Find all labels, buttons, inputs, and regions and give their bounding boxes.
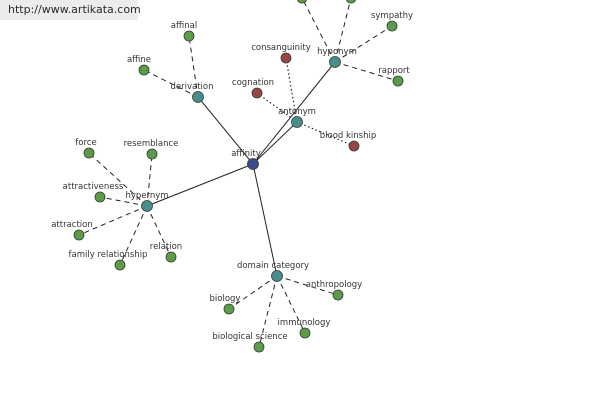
node-attraction[interactable] (73, 229, 85, 241)
node-label-attraction[interactable]: attraction (51, 220, 93, 230)
node-biology[interactable] (223, 303, 235, 315)
labels-layer: affinity derivation antonym hyponym hypernym… (51, 11, 413, 342)
edge-hyponym-hypo_top2 (334, 0, 352, 63)
edges-layer (78, 0, 399, 348)
node-blood-kinship[interactable] (348, 140, 360, 152)
edge-affinity-antonym (252, 121, 298, 165)
node-label-anthropology[interactable]: anthropology (306, 280, 362, 290)
edge-derivation-affinal (188, 35, 199, 98)
node-label-biology[interactable]: biology (210, 294, 241, 304)
edge-domain-immunology (276, 275, 306, 334)
node-label-hyponym[interactable]: hyponym (317, 47, 357, 57)
node-hypo_top2[interactable] (345, 0, 357, 4)
node-label-derivation[interactable]: derivation (170, 82, 213, 92)
node-label-affinity[interactable]: affinity (231, 149, 261, 159)
node-affinity[interactable] (247, 158, 259, 170)
edge-antonym-cognation (256, 92, 298, 123)
edge-hypernym-familyrel (119, 205, 148, 266)
node-rapport[interactable] (392, 75, 404, 87)
edge-derivation-affine (143, 69, 199, 98)
edge-hypernym-relation (146, 205, 172, 258)
node-label-consanguinity[interactable]: consanguinity (251, 43, 311, 53)
node-affine[interactable] (138, 64, 150, 76)
node-biological-science[interactable] (253, 341, 265, 353)
node-force[interactable] (83, 147, 95, 159)
edge-hyponym-sympathy (334, 25, 393, 63)
node-label-attractiveness[interactable]: attractiveness (63, 182, 124, 192)
node-hypo_top1[interactable] (296, 0, 308, 4)
node-label-affine[interactable]: affine (127, 55, 151, 65)
node-label-cognation[interactable]: cognation (232, 78, 274, 88)
edge-affinity-hyponym (252, 61, 336, 165)
node-label-relation[interactable]: relation (150, 242, 182, 252)
edge-affinity-domain (252, 163, 278, 277)
node-label-immunology[interactable]: immunology (278, 318, 331, 328)
node-label-biological-science[interactable]: biological science (212, 332, 287, 342)
edge-affinity-hypernym (146, 163, 254, 207)
node-label-blood-kinship[interactable]: blood kinship (320, 131, 377, 141)
node-derivation[interactable] (192, 91, 204, 103)
node-relation[interactable] (165, 251, 177, 263)
edge-hypernym-force (88, 152, 148, 207)
node-affinal[interactable] (183, 30, 195, 42)
edge-domain-anthropology (276, 275, 339, 296)
edge-hypernym-attraction (78, 205, 148, 236)
node-hyponym[interactable] (329, 56, 341, 68)
node-label-force[interactable]: force (75, 138, 96, 148)
edge-antonym-consanguinity (285, 57, 298, 123)
edge-domain-biology (228, 275, 278, 310)
edge-hyponym-hypo_top1 (302, 0, 336, 63)
node-label-sympathy[interactable]: sympathy (371, 11, 413, 21)
site-url-banner[interactable]: http://www.artikata.com (0, 0, 141, 20)
node-consanguinity[interactable] (280, 52, 292, 64)
node-label-rapport[interactable]: rapport (378, 66, 410, 76)
nodes-layer (73, 0, 404, 353)
edge-hypernym-attractiveness (99, 196, 148, 207)
node-label-antonym[interactable]: antonym (278, 107, 316, 117)
node-family-relationship[interactable] (114, 259, 126, 271)
node-antonym[interactable] (291, 116, 303, 128)
node-hypernym[interactable] (141, 200, 153, 212)
node-attractiveness[interactable] (94, 191, 106, 203)
node-cognation[interactable] (251, 87, 263, 99)
node-immunology[interactable] (299, 327, 311, 339)
node-sympathy[interactable] (386, 20, 398, 32)
node-anthropology[interactable] (332, 289, 344, 301)
edge-hyponym-rapport (334, 61, 399, 82)
node-label-resemblance[interactable]: resemblance (124, 139, 179, 149)
edge-affinity-derivation (197, 96, 254, 165)
node-label-family-relationship[interactable]: family relationship (69, 250, 148, 260)
node-label-affinal[interactable]: affinal (171, 21, 197, 31)
node-label-domain-category[interactable]: domain category (237, 261, 309, 271)
node-domain-category[interactable] (271, 270, 283, 282)
edge-domain-biosci (258, 275, 278, 348)
node-label-hypernym[interactable]: hypernym (125, 191, 168, 201)
node-resemblance[interactable] (146, 148, 158, 160)
